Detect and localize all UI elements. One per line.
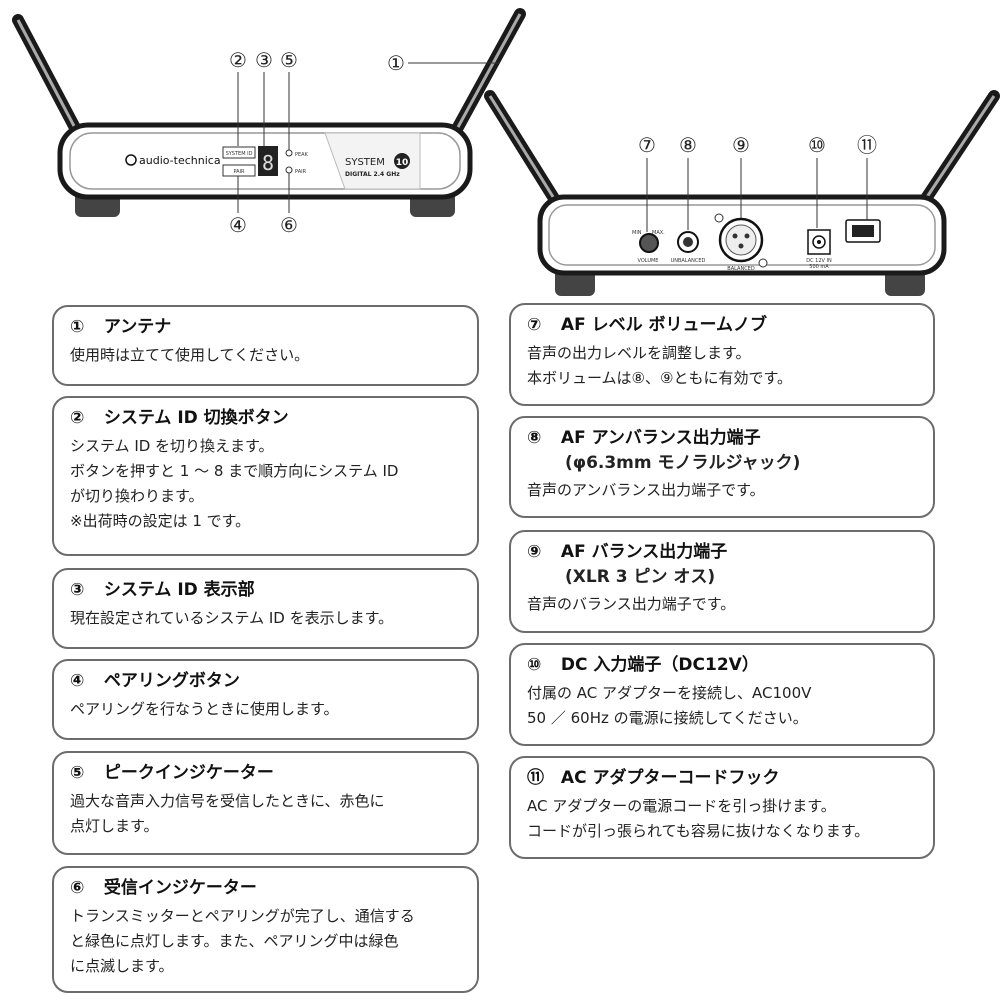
peak-indicator	[285, 149, 293, 157]
rear-antenna-right	[919, 90, 1000, 206]
svg-text:MAX.: MAX.	[652, 230, 665, 236]
card-title: ⑥ 受信インジケーター	[70, 878, 257, 898]
system10-logo: SYSTEM	[345, 157, 385, 168]
svg-text:DC 12V IN: DC 12V IN	[806, 258, 832, 264]
callout-1: ①	[387, 51, 405, 75]
svg-text:PEAK: PEAK	[295, 152, 309, 158]
card-title: ⑧ AF アンバランス出力端子	[527, 428, 761, 448]
card-system-id-button: ② システム ID 切換ボタン システム ID を切り換えます。 ボタンを押すと…	[52, 396, 479, 556]
front-unit: audio-technica SYSTEM ID PAIR 8 PEAK PAI…	[12, 8, 526, 217]
svg-text:10: 10	[396, 158, 409, 168]
svg-text:500 mA: 500 mA	[809, 264, 829, 270]
volume-knob[interactable]	[639, 233, 659, 253]
product-illustration: audio-technica SYSTEM ID PAIR 8 PEAK PAI…	[0, 0, 1000, 300]
callout-11: ⑪	[857, 133, 877, 157]
svg-text:UNBALANCED: UNBALANCED	[671, 258, 706, 264]
svg-text:SYSTEM ID: SYSTEM ID	[226, 151, 253, 157]
card-title: ⑩ DC 入力端子（DC12V）	[527, 655, 759, 675]
svg-text:VOLUME: VOLUME	[638, 258, 659, 264]
callout-6: ⑥	[280, 213, 298, 237]
rear-unit: MIN MAX. VOLUME UNBALANCED BALANCED DC 1…	[484, 90, 1000, 296]
callout-5: ⑤	[280, 48, 298, 72]
card-pairing-button: ④ ペアリングボタン ペアリングを行なうときに使用します。	[52, 659, 479, 740]
card-title: ① アンテナ	[70, 317, 172, 337]
front-callouts: ② ③ ⑤ ① ④ ⑥	[229, 48, 500, 237]
card-title: ⑦ AF レベル ボリュームノブ	[527, 315, 768, 335]
rear-antenna-left	[484, 90, 561, 206]
brand-label: audio-technica	[139, 154, 221, 167]
card-antenna: ① アンテナ 使用時は立てて使用してください。	[52, 305, 479, 386]
svg-text:PAIR: PAIR	[233, 169, 245, 175]
callout-9: ⑨	[732, 133, 750, 157]
callout-7: ⑦	[638, 133, 656, 157]
receive-indicator	[285, 166, 293, 174]
card-title: ⑨ AF バランス出力端子	[527, 542, 728, 562]
callout-4: ④	[229, 213, 247, 237]
card-dc-input: ⑩ DC 入力端子（DC12V） 付属の AC アダプターを接続し、AC100V…	[509, 643, 935, 746]
svg-text:BALANCED: BALANCED	[727, 266, 755, 272]
svg-text:8: 8	[262, 151, 274, 175]
brand-logo-icon	[125, 154, 137, 166]
svg-text:DIGITAL 2.4 GHz: DIGITAL 2.4 GHz	[345, 171, 400, 178]
card-balanced-output: ⑨ AF バランス出力端子 (XLR 3 ピン オス) 音声のバランス出力端子で…	[509, 530, 935, 633]
svg-text:PAIR: PAIR	[295, 169, 307, 175]
system-id-display	[258, 146, 278, 176]
card-title: ④ ペアリングボタン	[70, 671, 240, 691]
card-title: ② システム ID 切換ボタン	[70, 408, 289, 428]
callout-3: ③	[255, 48, 273, 72]
card-receive-indicator: ⑥ 受信インジケーター トランスミッターとペアリングが完了し、通信する と緑色に…	[52, 866, 479, 993]
pair-button[interactable]	[222, 164, 256, 177]
card-system-id-display: ③ システム ID 表示部 現在設定されているシステム ID を表示します。	[52, 568, 479, 649]
callout-8: ⑧	[679, 133, 697, 157]
card-cord-hook: ⑪ AC アダプターコードフック AC アダプターの電源コードを引っ掛けます。 …	[509, 756, 935, 859]
card-title: ⑤ ピークインジケーター	[70, 763, 274, 783]
callout-2: ②	[229, 48, 247, 72]
card-title: ③ システム ID 表示部	[70, 580, 255, 600]
card-title: ⑪ AC アダプターコードフック	[527, 768, 780, 788]
card-unbalanced-output: ⑧ AF アンバランス出力端子 (φ6.3mm モノラルジャック) 音声のアンバ…	[509, 416, 935, 518]
card-volume-knob: ⑦ AF レベル ボリュームノブ 音声の出力レベルを調整します。 本ボリュームは…	[509, 303, 935, 406]
svg-text:MIN: MIN	[632, 230, 642, 236]
callout-10: ⑩	[808, 133, 826, 157]
system-id-button[interactable]	[222, 146, 256, 159]
card-peak-indicator: ⑤ ピークインジケーター 過大な音声入力信号を受信したときに、赤色に 点灯します…	[52, 751, 479, 855]
rear-callouts: ⑦ ⑧ ⑨ ⑩ ⑪	[638, 133, 877, 232]
